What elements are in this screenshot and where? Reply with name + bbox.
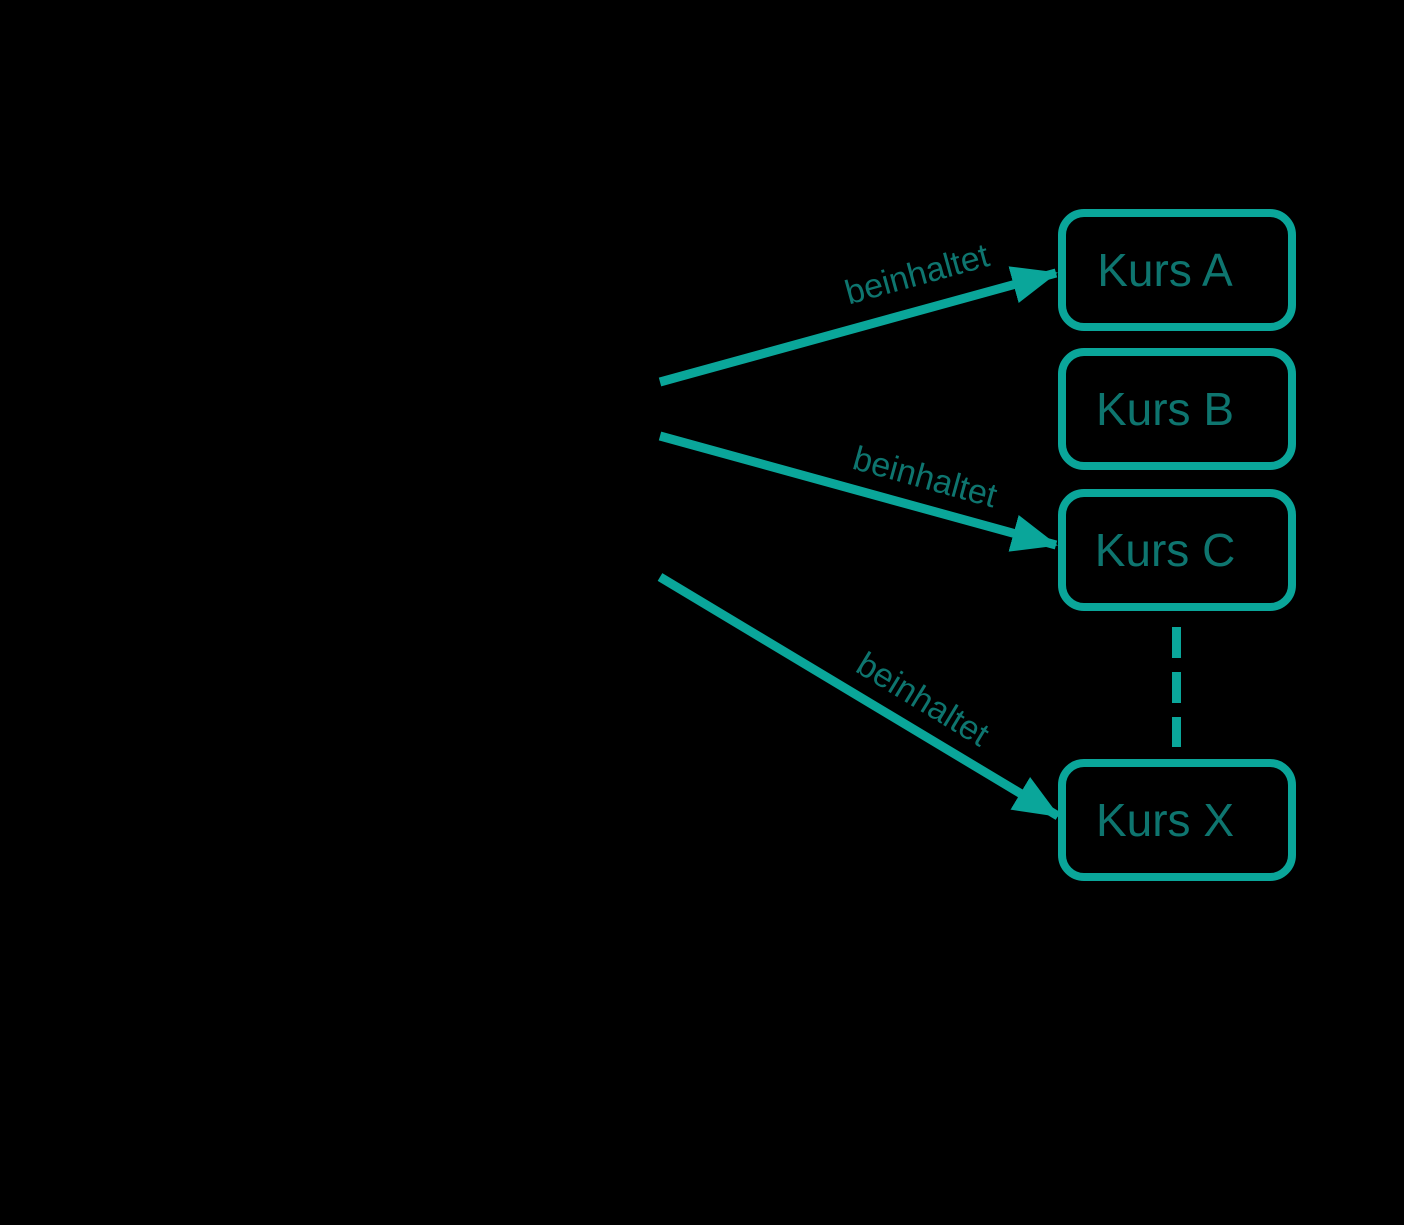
node-kurs-x: Kurs X bbox=[1058, 759, 1296, 881]
node-kurs-x-box bbox=[1058, 759, 1296, 881]
node-kurs-b-box bbox=[1058, 348, 1296, 470]
node-kurs-a-label: Kurs A bbox=[1097, 244, 1233, 296]
node-kurs-a-box bbox=[1058, 209, 1296, 331]
edge-beinhaltet-kurs-x: beinhaltet bbox=[657, 573, 1061, 820]
node-kurs-c-box bbox=[1058, 489, 1296, 611]
node-kurs-x-label: Kurs X bbox=[1096, 794, 1234, 846]
edge-label-beinhaltet-2: beinhaltet bbox=[849, 439, 1002, 515]
edge-line-kurs-a bbox=[658, 266, 1058, 387]
node-kurs-a: Kurs A bbox=[1058, 209, 1296, 331]
edge-line-kurs-c bbox=[658, 431, 1058, 552]
node-kurs-b: Kurs B bbox=[1058, 348, 1296, 470]
node-kurs-c: Kurs C bbox=[1058, 489, 1296, 611]
edge-beinhaltet-kurs-c: beinhaltet bbox=[658, 431, 1058, 552]
edge-beinhaltet-kurs-a: beinhaltet bbox=[658, 236, 1058, 387]
edge-line-kurs-x bbox=[657, 573, 1061, 820]
node-kurs-b-label: Kurs B bbox=[1096, 383, 1234, 435]
node-kurs-c-label: Kurs C bbox=[1095, 524, 1236, 576]
